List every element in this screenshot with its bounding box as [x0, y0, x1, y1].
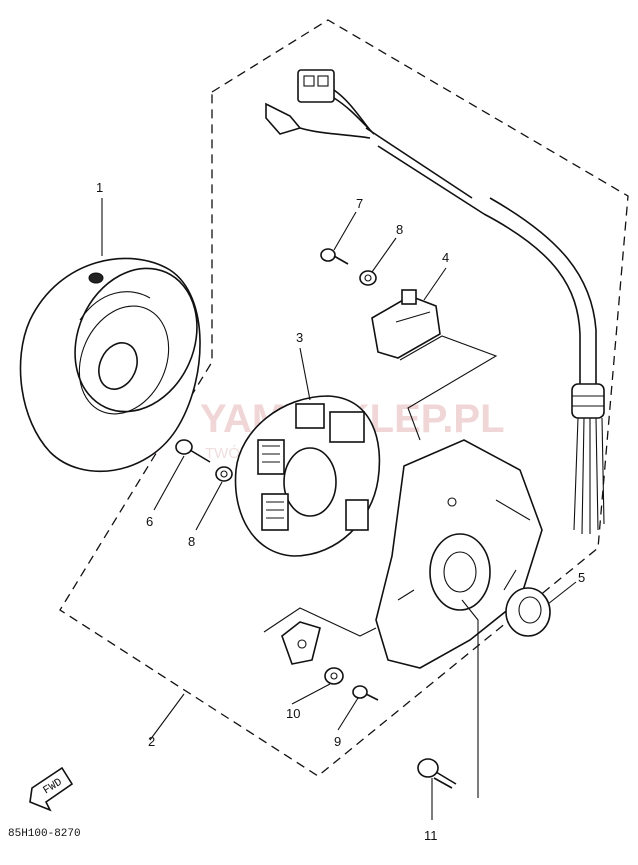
- diagram-code: 85H100-8270: [8, 828, 81, 840]
- callout-8-top: 8: [396, 222, 403, 237]
- stator-coil: [234, 395, 381, 557]
- callout-numbers: 1 2 3 4 5 6 7 8 8 9 10 11: [96, 180, 585, 843]
- fasteners: [175, 248, 457, 789]
- callout-4: 4: [442, 250, 449, 265]
- washer-8-top: [359, 270, 377, 286]
- screw-6: [175, 439, 211, 463]
- callout-9: 9: [334, 734, 341, 749]
- callout-10: 10: [286, 706, 300, 721]
- screw-9: [352, 685, 379, 701]
- nut-10: [324, 667, 344, 685]
- pickup-coil: [371, 289, 441, 359]
- washer-8-left: [215, 466, 233, 482]
- callout-3: 3: [296, 330, 303, 345]
- grommet: [505, 587, 551, 637]
- rotor-flywheel: [19, 257, 201, 473]
- fwd-arrow: FWD: [29, 766, 74, 812]
- bolt-11: [417, 758, 457, 789]
- callout-1: 1: [96, 180, 103, 195]
- callout-8-left: 8: [188, 534, 195, 549]
- fwd-arrow-icon: [29, 766, 74, 812]
- stator-base-plate: [375, 439, 543, 669]
- screw-7: [320, 248, 349, 265]
- lead-clamp: [281, 621, 321, 665]
- callout-5: 5: [578, 570, 585, 585]
- callout-11: 11: [424, 828, 438, 843]
- callout-7: 7: [356, 196, 363, 211]
- callout-2: 2: [148, 734, 155, 749]
- callout-6: 6: [146, 514, 153, 529]
- leader-lines: [101, 198, 577, 820]
- wire-harness: [265, 69, 605, 535]
